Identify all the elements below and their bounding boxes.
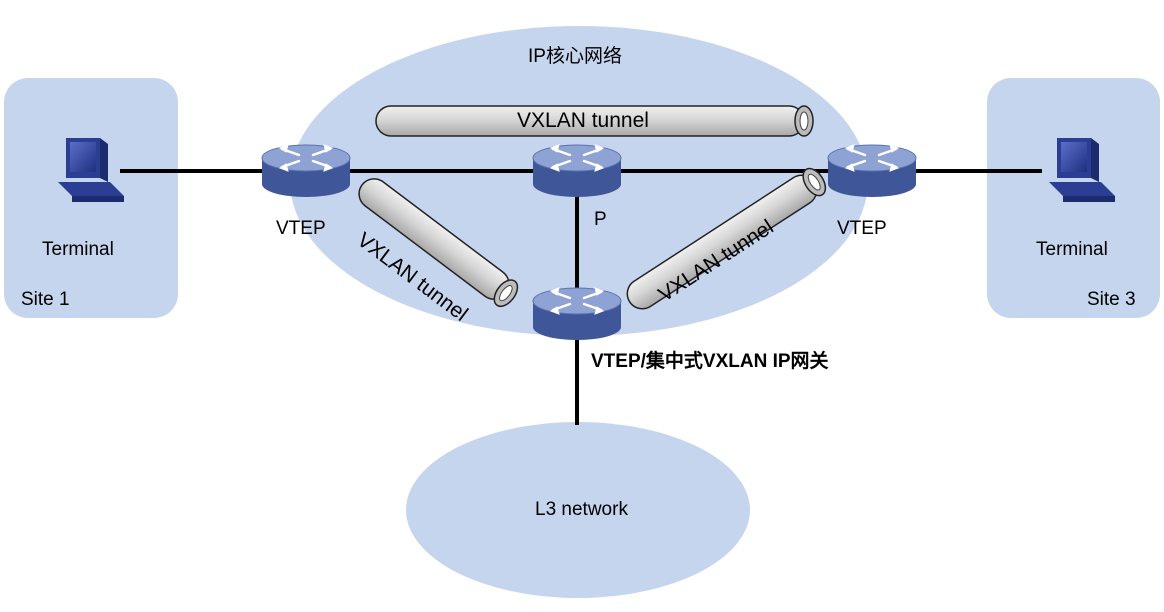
vtep-right-label: VTEP bbox=[837, 218, 887, 239]
gateway-router-icon bbox=[531, 286, 623, 342]
vtep-left-label: VTEP bbox=[276, 218, 326, 239]
site-1-label: Site 1 bbox=[21, 289, 70, 310]
links bbox=[120, 169, 1042, 425]
vtep-left-router-icon bbox=[260, 143, 352, 199]
vxlan-tunnel-left bbox=[358, 178, 519, 308]
core-network-label: IP核心网络 bbox=[528, 46, 622, 67]
l3-network-cloud bbox=[406, 422, 750, 598]
site-3-label: Site 3 bbox=[1087, 289, 1136, 310]
vtep-right-router-icon bbox=[826, 143, 918, 199]
terminal-left-label: Terminal bbox=[42, 239, 114, 260]
tunnel-top-label: VXLAN tunnel bbox=[517, 109, 649, 132]
p-router-label: P bbox=[594, 209, 607, 230]
vxlan-tunnel-top bbox=[375, 105, 814, 137]
terminal-right-label: Terminal bbox=[1036, 239, 1108, 260]
l3-network-label: L3 network bbox=[535, 499, 628, 520]
gateway-label: VTEP/集中式VXLAN IP网关 bbox=[591, 351, 829, 372]
vxlan-tunnel-right bbox=[626, 167, 827, 310]
p-router-icon bbox=[531, 143, 623, 199]
